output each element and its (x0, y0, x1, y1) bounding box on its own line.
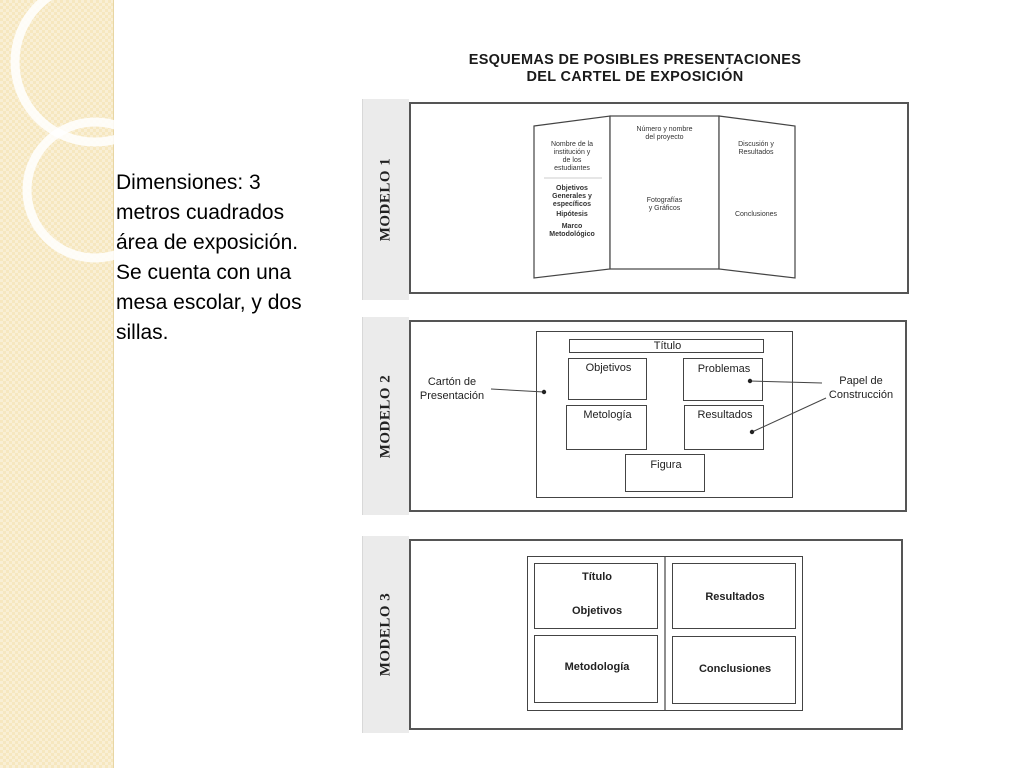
m2-figura-box: Figura (625, 454, 705, 492)
m2-metologia-box: Metología (566, 405, 647, 450)
m2-papel-label: Papel de Construcción (828, 375, 894, 401)
modelo2-tab-label: MODELO 2 (377, 374, 394, 458)
m2-titulo-label: Título (653, 340, 682, 352)
m1-left-marco: Marco Metodológico (549, 223, 595, 238)
m2-metologia-label: Metología (583, 409, 632, 421)
m3-metodologia-box: Metodología (534, 635, 658, 703)
m1-right-top: Discusión y Resultados (738, 141, 774, 156)
modelo1-tab: MODELO 1 (363, 99, 409, 300)
m3-objetivos-label: Objetivos (571, 605, 623, 617)
m2-problemas-label: Problemas (697, 363, 751, 375)
m1-left-hipotesis: Hipótesis (556, 211, 588, 218)
title-line-2: DEL CARTEL DE EXPOSICIÓN (526, 69, 744, 85)
m3-resultados-box: Resultados (672, 563, 796, 629)
modelo1-tab-label: MODELO 1 (377, 157, 394, 242)
dimensions-text: Dimensiones: 3 metros cuadrados área de … (116, 171, 302, 344)
m1-left-objetivos: Objetivos Generales y específicos (552, 185, 592, 208)
m1-center-mid: Fotografías y Gráficos (646, 197, 683, 212)
modelo3-tab-label: MODELO 3 (377, 592, 394, 677)
modelo3-tab: MODELO 3 (363, 536, 409, 733)
m2-problemas-box: Problemas (683, 358, 763, 401)
decorative-circles (10, 0, 140, 263)
m1-right-mid: Conclusiones (734, 211, 778, 218)
m2-figura-label: Figura (650, 459, 682, 471)
m3-resultados-label: Resultados (705, 591, 765, 603)
m2-resultados-box: Resultados (684, 405, 764, 450)
m2-titulo-box: Título (569, 339, 764, 353)
m3-conclusiones-label: Conclusiones (698, 663, 772, 675)
m2-objetivos-label: Objetivos (585, 362, 632, 374)
diagram-title: ESQUEMAS DE POSIBLES PRESENTACIONES DEL … (430, 52, 840, 86)
m3-titulo-objetivos-box: Título Objetivos (534, 563, 658, 629)
m3-conclusiones-box: Conclusiones (672, 636, 796, 704)
m2-carton-label: Cartón de Presentación (419, 376, 485, 402)
title-line-1: ESQUEMAS DE POSIBLES PRESENTACIONES (468, 52, 802, 68)
m3-metodologia-label: Metodología (564, 661, 630, 673)
m1-left-top: Nombre de la institución y de los estudi… (550, 141, 594, 172)
m1-center-top: Número y nombre del proyecto (636, 126, 693, 141)
m2-resultados-label: Resultados (697, 409, 753, 421)
modelo2-tab: MODELO 2 (363, 317, 409, 515)
m2-objetivos-box: Objetivos (568, 358, 647, 400)
m3-titulo-label: Título (582, 571, 612, 583)
